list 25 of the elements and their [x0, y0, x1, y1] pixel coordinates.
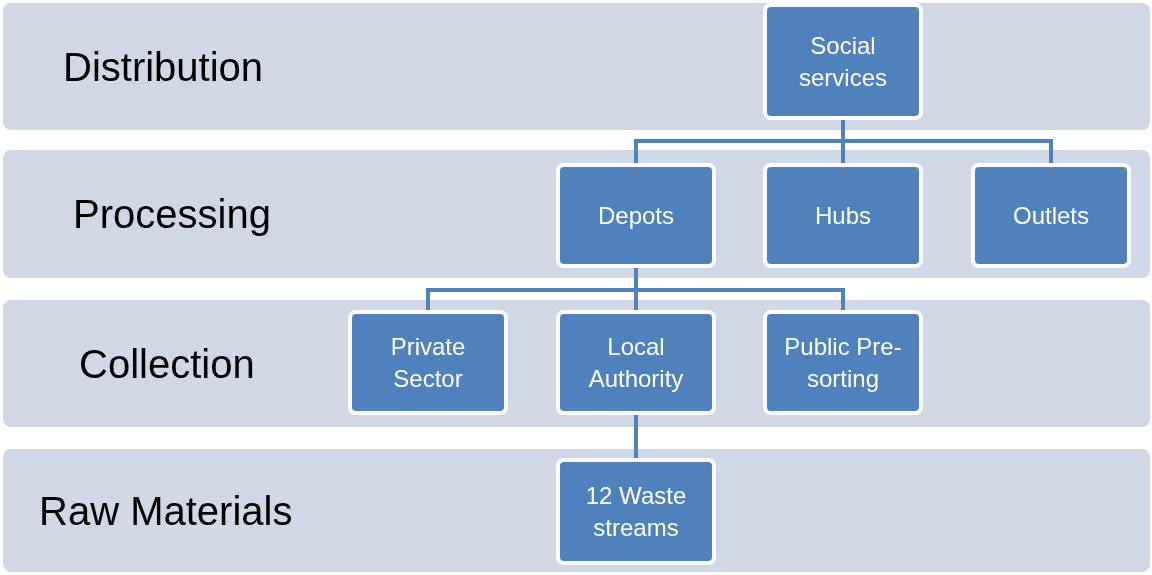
box-label: Local Authority: [587, 331, 685, 394]
process-box: [556, 310, 716, 415]
box-label: Social services: [798, 30, 888, 93]
process-box: [556, 458, 716, 565]
process-box: [763, 163, 923, 268]
stage-band: [3, 3, 1150, 130]
process-box: [763, 3, 923, 120]
connector-line: [634, 415, 638, 458]
box-label: 12 Waste streams: [584, 480, 688, 543]
process-box: [556, 163, 716, 268]
stage-label: Processing: [73, 194, 271, 234]
box-label: Outlets: [1013, 200, 1089, 231]
box-label: Private Sector: [389, 331, 467, 394]
process-box: [348, 310, 508, 415]
box-label: Depots: [597, 200, 674, 231]
stage-label: Distribution: [63, 46, 264, 87]
box-label: Public Pre-sorting: [783, 331, 903, 394]
box-label: Hubs: [815, 200, 871, 231]
stage-band: [3, 449, 1150, 572]
stage-label: Collection: [79, 343, 255, 384]
process-box: [763, 310, 923, 415]
stage-band: [3, 300, 1150, 427]
stage-label: Raw Materials: [39, 490, 293, 531]
process-box: [971, 163, 1131, 268]
stage-band: [3, 150, 1150, 278]
